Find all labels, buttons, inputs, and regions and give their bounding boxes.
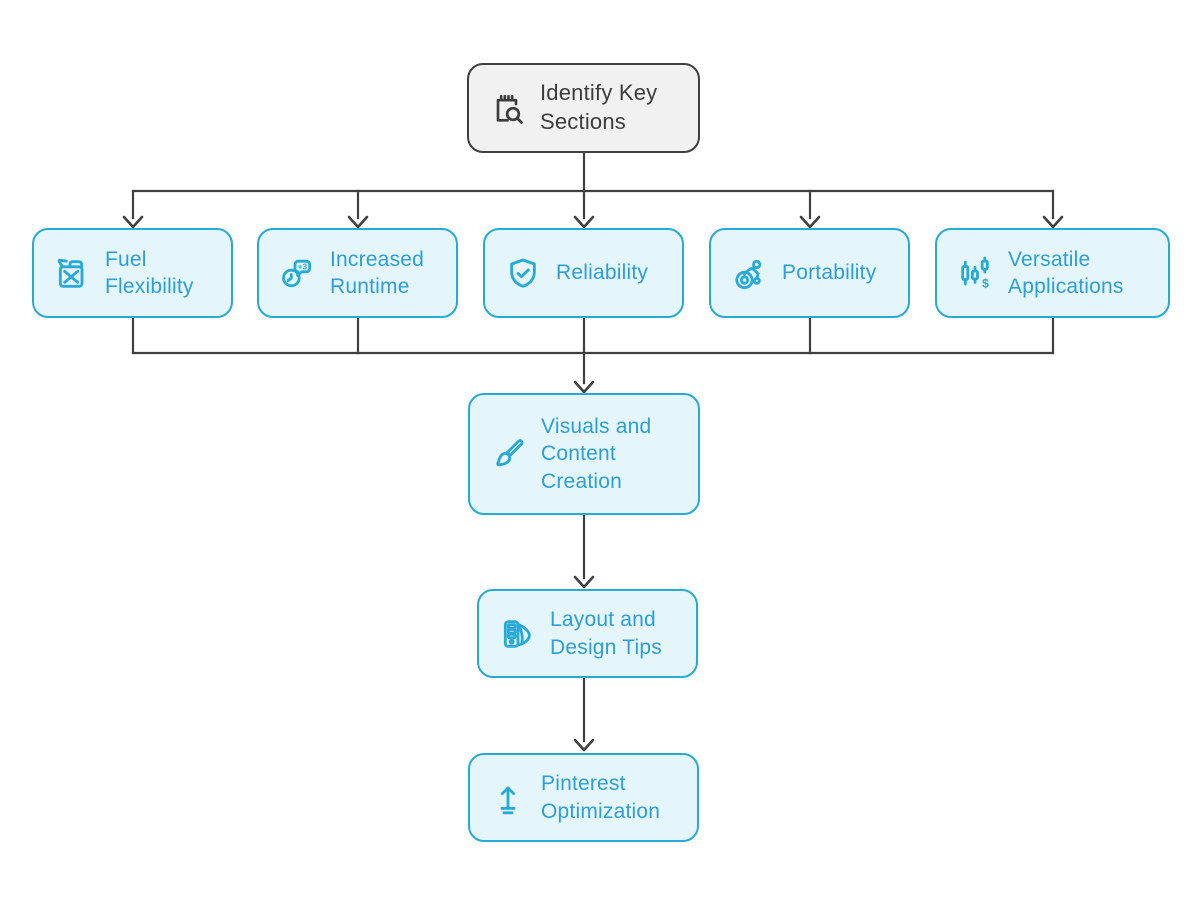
paintbrush-icon <box>488 434 528 474</box>
candlestick-dollar-icon: $ <box>955 253 995 293</box>
arrow-up-icon <box>488 778 528 818</box>
node-portability: Portability <box>709 228 910 318</box>
node-visuals-content-creation: Visuals and Content Creation <box>468 393 700 515</box>
fuel-can-icon <box>52 253 92 293</box>
shield-check-icon <box>503 253 543 293</box>
node-identify-key-sections: Identify Key Sections <box>467 63 700 153</box>
node-layout-design-tips: Layout and Design Tips <box>477 589 698 678</box>
node-label: Visuals and Content Creation <box>541 415 652 493</box>
svg-text:+3: +3 <box>298 262 308 272</box>
node-label: Portability <box>782 261 877 285</box>
node-label: Pinterest Optimization <box>541 772 661 823</box>
node-pinterest-optimization: Pinterest Optimization <box>468 753 699 842</box>
clock-plus-icon: +3 <box>277 253 317 293</box>
node-label: Layout and Design Tips <box>550 608 662 659</box>
wheel-person-icon <box>729 253 769 293</box>
node-label: Reliability <box>556 261 649 285</box>
notepad-search-icon <box>487 88 527 128</box>
swatch-fan-icon <box>497 614 537 654</box>
node-reliability: Reliability <box>483 228 684 318</box>
node-label: Fuel Flexibility <box>105 247 194 298</box>
svg-text:$: $ <box>982 277 989 291</box>
node-label: Identify Key Sections <box>540 80 658 134</box>
node-label: Versatile Applications <box>1008 247 1124 298</box>
node-fuel-flexibility: Fuel Flexibility <box>32 228 233 318</box>
node-increased-runtime: +3 Increased Runtime <box>257 228 458 318</box>
node-versatile-applications: $ Versatile Applications <box>935 228 1170 318</box>
node-label: Increased Runtime <box>330 247 425 298</box>
